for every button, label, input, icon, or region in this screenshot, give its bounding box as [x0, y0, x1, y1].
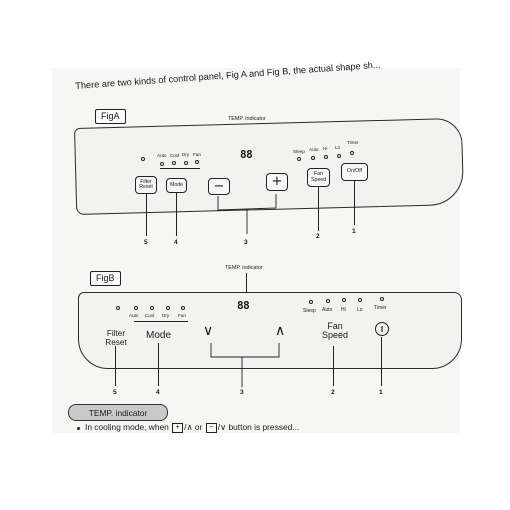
fig-a-callout-3: 3: [244, 239, 248, 246]
fig-b-callout-5: 5: [113, 389, 117, 396]
fig-b-fan-speed-button[interactable]: Fan Speed: [321, 321, 349, 341]
fig-b-bracket-3: [210, 343, 280, 387]
fig-a-onoff-button[interactable]: On/Off: [341, 163, 368, 181]
fig-b-mode-led-fan: [181, 306, 185, 310]
fig-a-speed-led-label-auto: Auto: [309, 147, 319, 152]
fig-b-leader-4: [158, 343, 159, 386]
fig-a-leader-1: [354, 181, 355, 225]
power-icon: I: [380, 324, 384, 334]
fig-b-filter-reset-button[interactable]: Filter Reset: [105, 329, 127, 347]
body-text-line: In cooling mode, when +/∧ or −/∨ button …: [85, 423, 299, 433]
fig-a-callout-1: 1: [352, 228, 356, 235]
fig-b-speed-led-label-auto: Auto: [322, 307, 333, 313]
fig-a-temp-indicator-label: TEMP. indicator: [228, 116, 266, 122]
fig-a-speed-led-auto: [311, 156, 315, 160]
fig-a-callout-4: 4: [174, 239, 178, 246]
fig-a-mode-led-cool: [172, 161, 176, 165]
fig-a-leader-5: [146, 194, 147, 236]
fig-a-speed-led-lo: [337, 154, 341, 158]
fig-b-callout-1: 1: [379, 389, 383, 396]
fig-a-bracket-3: [217, 194, 277, 234]
fig-b-speed-led-hi: [342, 298, 346, 302]
fig-b-control-panel: [78, 292, 462, 369]
fig-a-speed-led-label-hi: Hi: [323, 146, 328, 151]
fig-b-label: FigB: [90, 271, 121, 286]
fig-a-callout-5: 5: [144, 239, 148, 246]
fig-b-speed-led-timer: [380, 297, 384, 301]
fig-b-temp-indicator-leader: [246, 273, 247, 297]
fig-b-temp-indicator-label: TEMP. indicator: [225, 265, 263, 271]
fig-a-label: FigA: [95, 109, 126, 124]
fig-b-speed-led-label-sleep: Sleep: [303, 308, 316, 314]
fig-a-speed-led-timer: [350, 151, 354, 155]
fig-b-mode-bracket: [134, 321, 188, 322]
fig-b-mode-led-label-cool: Cool: [145, 313, 155, 318]
fig-a-mode-bracket: [160, 168, 200, 169]
fig-a-speed-led-label-timer: Timer: [347, 140, 359, 145]
fig-a-speed-led-hi: [324, 155, 328, 159]
fig-a-speed-led-label-sleep: Sleep: [293, 149, 305, 154]
fig-a-filter-led: [141, 157, 145, 161]
fig-a-plus-button[interactable]: +: [266, 173, 288, 191]
fig-b-temp-display: 88: [237, 299, 250, 312]
fig-b-filter-led: [116, 306, 120, 310]
fig-a-mode-led-label-dry: Dry: [182, 152, 190, 157]
fig-b-mode-led-auto: [134, 306, 138, 310]
fig-a-filter-reset-button[interactable]: Filter Reset: [135, 176, 157, 194]
fig-b-mode-led-label-dry: Dry: [162, 313, 170, 318]
fig-b-mode-led-label-auto: Auto: [129, 313, 139, 318]
fig-a-speed-led-sleep: [297, 157, 301, 161]
fig-b-callout-4: 4: [156, 389, 160, 396]
fig-b-mode-led-dry: [166, 306, 170, 310]
fig-b-speed-led-sleep: [309, 300, 313, 304]
fig-a-mode-led-label-cool: Cool: [170, 153, 180, 158]
fig-a-mode-led-label-fan: Fan: [193, 152, 201, 157]
fig-a-mode-led-dry: [184, 161, 188, 165]
fig-b-power-button[interactable]: I: [375, 322, 389, 336]
minus-button-glyph: −: [205, 423, 217, 433]
section-heading: TEMP. indicator: [68, 404, 168, 421]
fig-b-mode-button[interactable]: Mode: [146, 330, 172, 341]
fig-b-leader-2: [333, 346, 334, 386]
body-text-lead: In cooling mode, when: [85, 422, 169, 433]
fig-b-mode-led-cool: [150, 306, 154, 310]
fig-a-mode-button[interactable]: Mode: [166, 178, 187, 193]
fig-a-minus-button[interactable]: −: [208, 178, 230, 195]
fig-b-leader-5: [115, 346, 116, 386]
fig-b-down-button[interactable]: ∨: [203, 323, 214, 339]
fig-a-leader-4: [176, 193, 177, 236]
plus-button-glyph: +: [172, 423, 184, 433]
fig-b-callout-3: 3: [240, 389, 244, 396]
fig-a-temp-display: 88: [240, 148, 253, 161]
fig-a-callout-2: 2: [316, 233, 320, 240]
fig-b-leader-1: [381, 337, 382, 386]
fig-a-mode-led-fan: [195, 160, 199, 164]
fig-a-leader-2: [318, 187, 319, 231]
fig-a-fan-speed-button[interactable]: Fan Speed: [307, 168, 330, 187]
body-text-up: /∧ or: [184, 422, 203, 433]
fig-a-speed-led-label-lo: Lo: [335, 145, 341, 150]
bullet-icon: [77, 427, 80, 430]
fig-b-speed-led-label-hi: Hi: [341, 307, 346, 313]
fig-b-callout-2: 2: [331, 389, 335, 396]
fig-a-mode-led-auto: [160, 162, 164, 166]
fig-a-mode-led-label-auto: Auto: [157, 153, 167, 158]
fig-b-speed-led-label-timer: Timer: [374, 305, 387, 311]
fig-b-up-button[interactable]: ∧: [275, 323, 286, 339]
fig-b-speed-led-label-lo: Lo: [357, 307, 363, 313]
fig-b-speed-led-auto: [326, 299, 330, 303]
fig-b-speed-led-lo: [358, 298, 362, 302]
body-text-tail: /∨ button is pressed...: [217, 422, 300, 433]
fig-b-mode-led-label-fan: Fan: [178, 313, 186, 318]
